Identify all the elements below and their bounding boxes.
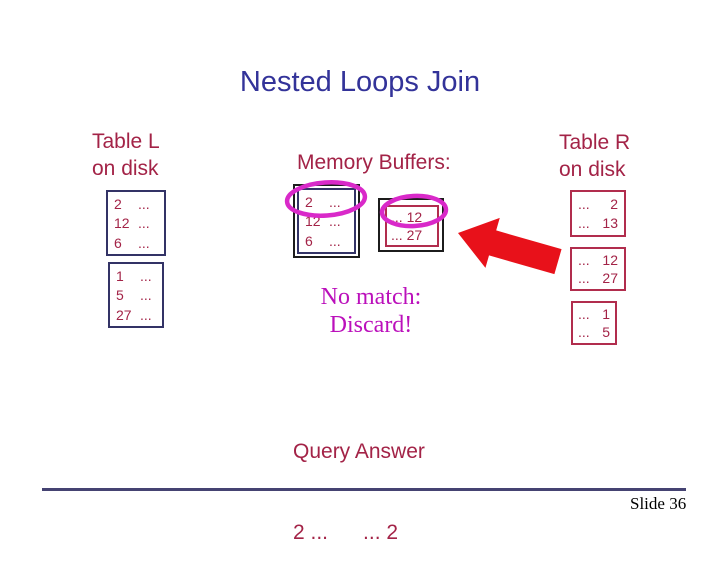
red-arrow-icon — [458, 217, 562, 275]
table-l-heading-line1: Table L — [92, 130, 160, 153]
slide-title: Nested Loops Join — [239, 66, 481, 98]
table-row: ...12 — [578, 251, 618, 268]
slide-canvas: { "slide": { "title": "Nested Loops Join… — [42, 66, 687, 544]
table-row: 2... — [114, 195, 150, 212]
table-l-page-2: 1... 5... 27... — [108, 262, 164, 328]
table-l-page-1: 2... 12... 6... — [106, 190, 166, 256]
table-r-page-3: ...1 ...5 — [571, 301, 617, 345]
buffer-row: 2... — [305, 193, 341, 210]
table-row: ...13 — [578, 215, 618, 232]
table-r-heading-line1: Table R — [559, 131, 631, 154]
query-answer-label: Query Answer — [293, 440, 425, 463]
query-answer: Query Answer 2 ... ... 2 — [293, 384, 425, 573]
no-match-caption: No match: Discard! — [288, 283, 454, 339]
query-answer-value: 2 ... ... 2 — [293, 521, 399, 544]
slide-number: Slide 36 — [630, 494, 687, 513]
buffer-row: 6... — [305, 232, 341, 249]
buffer-row: ... 27 — [391, 227, 423, 243]
table-row: 27... — [116, 306, 152, 323]
table-row: 5... — [116, 287, 152, 303]
memory-buffer-l-inner: 2... 12... 6... — [297, 188, 356, 254]
table-row: 1... — [116, 267, 152, 284]
footer-divider — [42, 488, 686, 491]
memory-buffer-r-outer: ... 12 ... 27 — [378, 198, 444, 252]
memory-buffers-heading: Memory Buffers: — [297, 151, 451, 174]
table-r-heading: Table R on disk — [559, 129, 630, 183]
no-match-line1: No match: — [320, 284, 422, 310]
memory-buffer-r-inner: ... 12 ... 27 — [385, 205, 439, 247]
table-l-heading-line2: on disk — [92, 157, 159, 180]
table-row: 12... — [114, 215, 150, 231]
no-match-line2: Discard! — [329, 312, 413, 338]
buffer-row: 12... — [305, 213, 341, 229]
table-r-page-2: ...12 ...27 — [570, 247, 626, 291]
table-row: ...1 — [578, 305, 610, 322]
table-row: 6... — [114, 234, 150, 251]
table-row: ...5 — [578, 324, 610, 341]
table-l-heading: Table L on disk — [92, 128, 160, 182]
buffer-row: ... 12 — [391, 209, 423, 225]
table-row: ...27 — [578, 270, 618, 287]
table-row: ...2 — [578, 195, 618, 212]
memory-buffer-l-outer: 2... 12... 6... — [293, 184, 360, 258]
table-r-heading-line2: on disk — [559, 158, 626, 181]
table-r-page-1: ...2 ...13 — [570, 190, 626, 237]
